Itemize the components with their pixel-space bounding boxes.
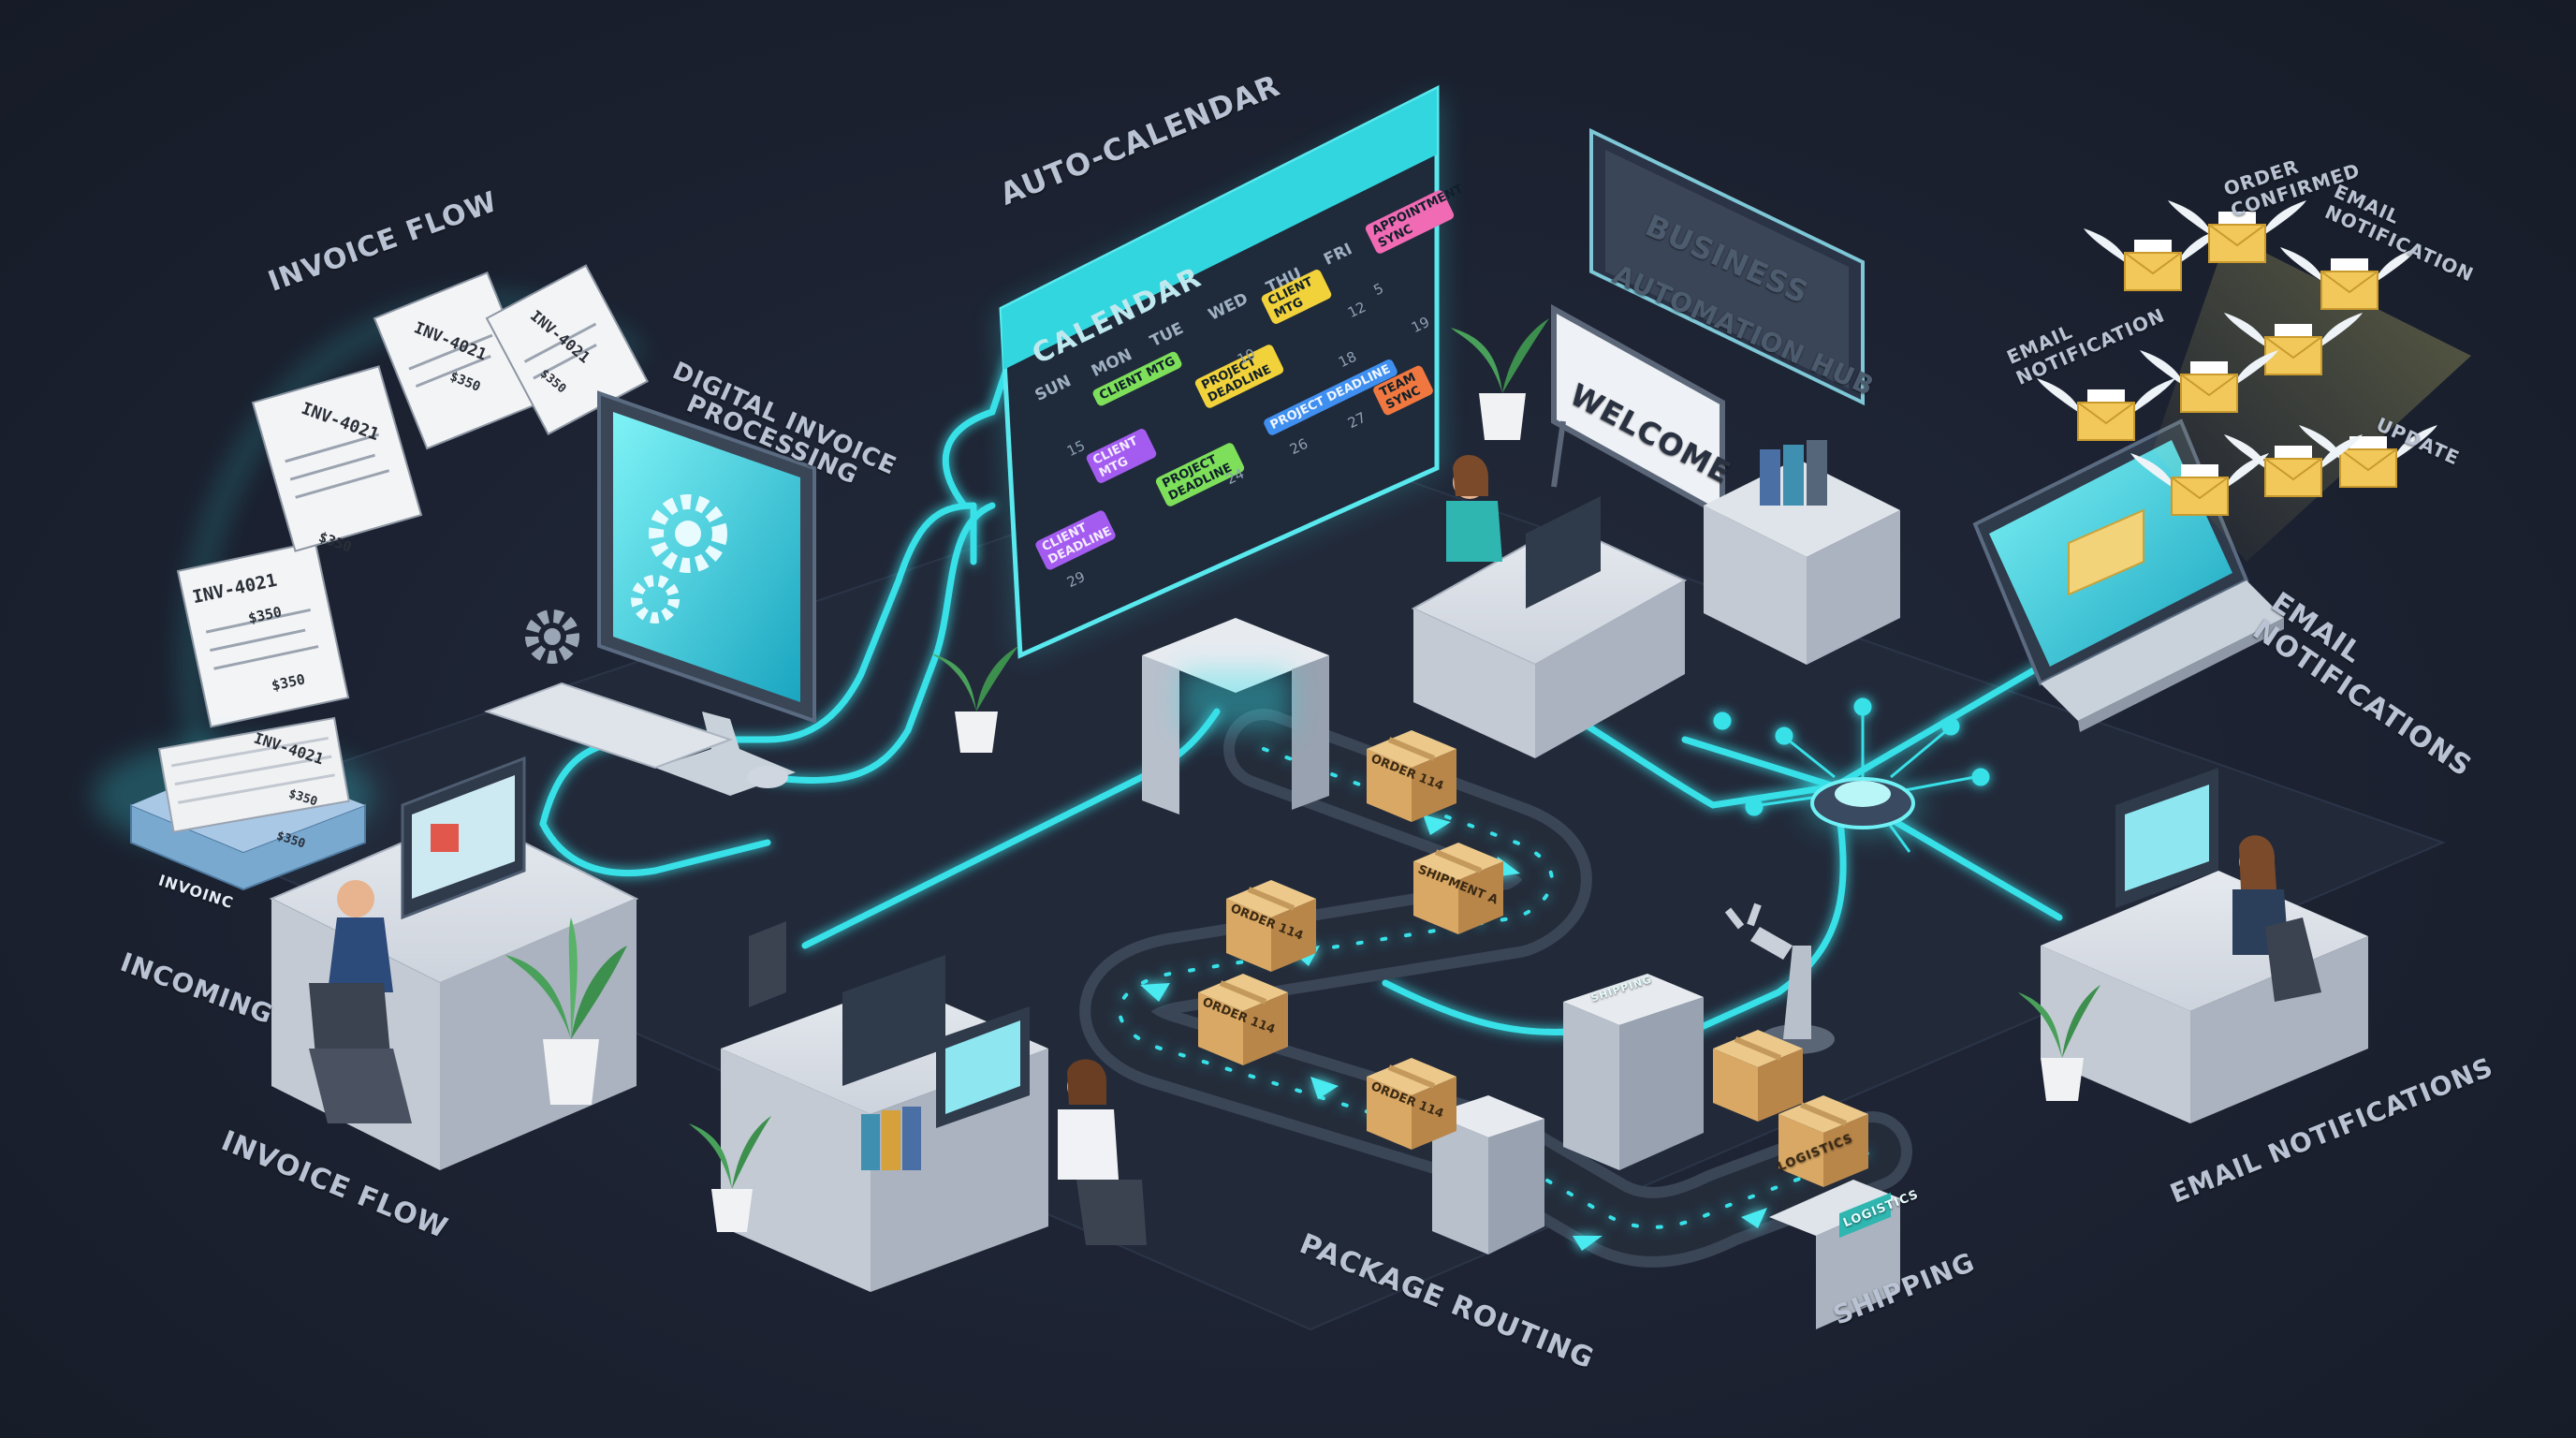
package-box[interactable] <box>1198 974 1288 1065</box>
hub-node-spokes <box>1713 697 1990 853</box>
package-box[interactable] <box>1713 1030 1803 1122</box>
envelope-icon <box>2168 200 2306 263</box>
gear-icon <box>631 575 680 624</box>
envelope-icon <box>2140 350 2278 413</box>
plant <box>689 1116 771 1232</box>
automation-hub-node <box>1805 777 1921 833</box>
plant <box>505 917 627 1105</box>
plant <box>1451 318 1549 440</box>
package-box[interactable] <box>1367 1058 1456 1150</box>
envelope-icon <box>2037 378 2175 441</box>
plant <box>2018 985 2100 1101</box>
center-desk-station <box>721 955 1147 1292</box>
package-box[interactable] <box>1413 843 1503 934</box>
reception-desk <box>1411 455 1688 758</box>
right-desk-station <box>2041 768 2368 1123</box>
envelope-icon <box>2224 313 2363 375</box>
plant <box>931 646 1018 753</box>
chair <box>749 921 786 1007</box>
incoming-inbox-tray <box>94 716 374 891</box>
envelope-layer <box>2037 200 2437 516</box>
envelope-icon <box>2280 247 2419 310</box>
shipping-machine <box>1432 974 1704 1255</box>
flying-invoices <box>176 264 650 728</box>
package-box[interactable] <box>1367 730 1456 822</box>
envelope-icon <box>2084 228 2222 291</box>
envelope-icon <box>2224 434 2363 497</box>
gear-icon <box>649 494 727 573</box>
package-box[interactable] <box>1226 880 1316 972</box>
filing-cabinet <box>1704 440 1900 665</box>
gear-icon <box>525 609 579 664</box>
scanner-gate <box>1142 618 1329 814</box>
envelope-icon <box>2130 453 2269 516</box>
hub-sign-panel <box>1589 127 1865 406</box>
package-layer <box>1198 730 1868 1187</box>
conveyor-belt <box>1079 709 1912 1268</box>
logistics-cabinet <box>1769 1180 1900 1329</box>
package-box[interactable] <box>1778 1095 1868 1187</box>
digital-invoice-monitor <box>484 390 816 796</box>
envelope-icon <box>2299 425 2437 488</box>
